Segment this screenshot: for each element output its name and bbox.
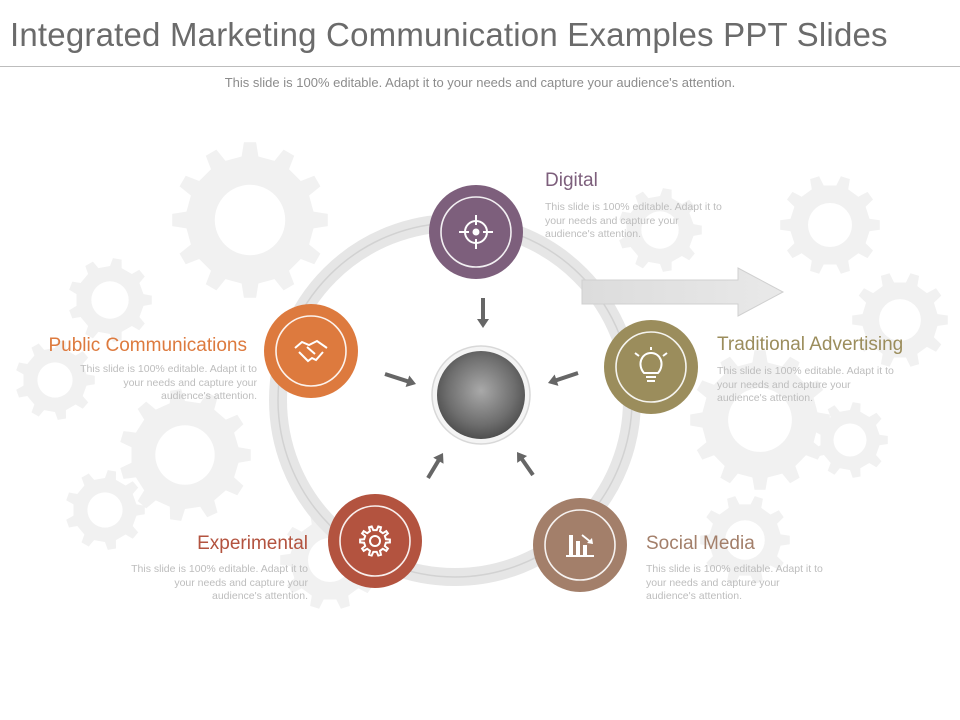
experimental-node: [328, 494, 422, 588]
bar-chart-icon: [566, 534, 594, 557]
digital-description: This slide is 100% editable. Adapt it to…: [545, 201, 722, 240]
pointer-arrow: [548, 371, 579, 386]
experimental-label: Experimental: [197, 533, 308, 554]
public-communications-description: This slide is 100% editable. Adapt it to…: [80, 363, 257, 402]
exit-arrow: [581, 267, 785, 317]
pointer-arrow: [477, 298, 489, 328]
background-gear-hole: [728, 388, 792, 452]
background-gear-hole: [155, 425, 215, 485]
slide-title: Integrated Marketing Communication Examp…: [10, 16, 888, 53]
traditional-advertising-description: This slide is 100% editable. Adapt it to…: [717, 365, 894, 404]
public-communications-label: Public Communications: [48, 335, 247, 356]
gear-icon: [359, 525, 391, 557]
background-gears: [16, 142, 948, 609]
social-media-label: Social Media: [646, 533, 755, 554]
pointer-arrow: [426, 453, 444, 480]
background-gear-hole: [808, 203, 852, 247]
handshake-icon: [294, 339, 328, 363]
traditional-advertising-label: Traditional Advertising: [717, 334, 904, 355]
social-media-node: [533, 498, 627, 592]
experimental-description: This slide is 100% editable. Adapt it to…: [131, 563, 308, 602]
background-gear-hole: [725, 520, 765, 560]
slide-subtitle: This slide is 100% editable. Adapt it to…: [224, 75, 736, 90]
public-communications-node: [264, 304, 358, 398]
lightbulb-icon: [634, 347, 668, 382]
pointer-arrow: [384, 372, 416, 387]
pointer-arrow: [517, 452, 535, 477]
background-gear-hole: [87, 492, 123, 528]
background-gear-hole: [37, 362, 73, 398]
center-hub-core: [437, 351, 525, 439]
digital-node: [429, 185, 523, 279]
title-divider: [0, 66, 960, 67]
social-media-description: This slide is 100% editable. Adapt it to…: [646, 563, 823, 602]
background-gear-hole: [641, 211, 679, 249]
background-gear-hole: [879, 299, 921, 341]
background-gear-hole: [91, 281, 129, 319]
background-gear-hole: [833, 423, 867, 457]
digital-label: Digital: [545, 170, 598, 191]
target-icon: [459, 215, 493, 249]
pointer-arrows: [384, 298, 579, 480]
traditional-advertising-node: [604, 320, 698, 414]
background-gear-hole: [214, 184, 286, 256]
